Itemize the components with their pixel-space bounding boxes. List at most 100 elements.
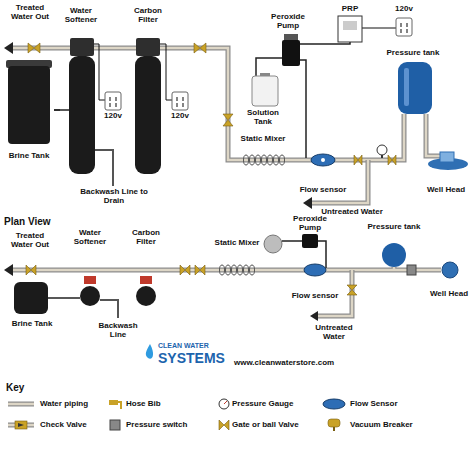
hose-bib-spout bbox=[118, 402, 121, 409]
legend-item: Vacuum Breaker bbox=[350, 421, 413, 430]
legend-text: Flow Sensor bbox=[350, 399, 398, 408]
pump-cap bbox=[284, 34, 298, 40]
equipment-node: Pressure tank bbox=[382, 48, 444, 122]
coil-turn bbox=[244, 155, 249, 165]
gate-valve bbox=[28, 43, 40, 53]
water-pipe bbox=[422, 268, 428, 273]
legend-text: Pressure Gauge bbox=[232, 399, 293, 408]
coil-turn bbox=[232, 265, 237, 275]
control-head bbox=[136, 38, 160, 56]
annotation-label: 120v bbox=[167, 112, 193, 121]
equipment-node: Brine Tank bbox=[4, 58, 54, 162]
coil-turn bbox=[226, 265, 231, 275]
annotation-label: Backwash Line to Drain bbox=[80, 188, 148, 206]
pipe-highlight bbox=[102, 47, 126, 50]
legend-item: Flow Sensor bbox=[350, 400, 398, 409]
coil-turn bbox=[238, 265, 243, 275]
outlet-slots bbox=[401, 23, 407, 33]
hose-bib-symbol bbox=[109, 400, 118, 405]
pump-body bbox=[282, 40, 300, 66]
water-pipe bbox=[424, 122, 429, 148]
equipment-node: Static Mixer bbox=[212, 238, 262, 278]
power-cord bbox=[362, 28, 396, 29]
annotation-label: Untreated Water bbox=[316, 208, 388, 217]
flow-arrow bbox=[4, 42, 13, 54]
coil-turn bbox=[244, 265, 249, 275]
gate-valve bbox=[388, 155, 396, 165]
well-head bbox=[442, 262, 458, 278]
equipment-label: Carbon Filter bbox=[125, 229, 167, 247]
equipment-node: Pressure tank bbox=[366, 222, 422, 278]
equipment-label: Peroxide Pump bbox=[285, 215, 335, 233]
flow-sensor-symbol bbox=[323, 399, 345, 409]
equipment-node: Carbon Filter bbox=[126, 6, 170, 182]
feed-tube bbox=[256, 58, 262, 72]
gate-valve bbox=[195, 265, 205, 275]
pipe-highlight bbox=[422, 269, 428, 272]
water-pipe bbox=[112, 268, 124, 273]
feed-tube bbox=[314, 43, 330, 45]
gauge-needle bbox=[224, 401, 227, 404]
equipment-node: Flow sensor bbox=[298, 146, 348, 196]
pipe-highlight bbox=[290, 159, 298, 162]
gate-valve-symbol bbox=[219, 420, 229, 430]
brine-tank bbox=[14, 282, 48, 314]
pipe-highlight bbox=[262, 269, 290, 272]
softener-tank bbox=[69, 56, 95, 174]
pipe-highlight bbox=[112, 269, 124, 272]
pressure-gauge bbox=[377, 145, 387, 155]
water-pipe bbox=[170, 48, 236, 160]
equipment-label: PRP bbox=[342, 5, 358, 14]
equipment-node: Static Mixer bbox=[236, 134, 290, 174]
flow-meter bbox=[311, 154, 335, 166]
control-valve bbox=[84, 276, 96, 284]
equipment-label: Flow sensor bbox=[292, 292, 339, 301]
equipment-label: Well Head bbox=[430, 290, 468, 299]
coil-turn bbox=[250, 155, 255, 165]
legend-item: Pressure Gauge bbox=[232, 400, 293, 409]
valves bbox=[26, 43, 396, 295]
gate-valve bbox=[194, 43, 206, 53]
coil-turn bbox=[268, 155, 273, 165]
annotation-label: Plan View bbox=[4, 216, 74, 227]
control-valve bbox=[140, 276, 152, 284]
equipment-node: Well Head bbox=[428, 250, 470, 300]
prp-box bbox=[338, 16, 362, 42]
check-valve-symbol bbox=[15, 421, 27, 429]
annotation-label: Key bbox=[6, 382, 36, 393]
outlet bbox=[172, 92, 188, 110]
flow-arrow bbox=[310, 311, 318, 321]
equipment-label: Static Mixer bbox=[241, 135, 286, 144]
equipment-label: Well Head bbox=[427, 186, 465, 195]
legend-text: Check Valve bbox=[40, 420, 87, 429]
tank-highlight bbox=[404, 68, 409, 106]
equipment-label: Pressure tank bbox=[387, 49, 440, 58]
pipe-run bbox=[13, 42, 441, 316]
pipe-highlight bbox=[425, 122, 428, 148]
coil-turn bbox=[262, 155, 267, 165]
legend-item: Check Valve bbox=[40, 421, 87, 430]
equipment-node: Peroxide Pump bbox=[262, 12, 314, 70]
gate-valve bbox=[180, 265, 190, 275]
feed-tube bbox=[60, 297, 68, 299]
annotation-label: Treated Water Out bbox=[4, 4, 56, 22]
filter-tank bbox=[135, 56, 161, 174]
logo-text: www.cleanwaterstore.com bbox=[234, 359, 364, 368]
equipment-node: Carbon Filter bbox=[124, 228, 168, 320]
pump-body bbox=[302, 234, 318, 248]
power-cord bbox=[160, 44, 172, 100]
solution-tank bbox=[264, 235, 282, 253]
water-pipe bbox=[348, 122, 404, 160]
meter-dial bbox=[321, 158, 325, 162]
power-cord bbox=[94, 44, 105, 100]
brine-tank bbox=[8, 66, 50, 144]
gate-valve bbox=[354, 155, 362, 165]
pressure-tank bbox=[398, 62, 432, 114]
logo-text: CLEAN WATER bbox=[158, 342, 238, 350]
water-pipe bbox=[290, 158, 298, 163]
logo-drop bbox=[146, 344, 153, 359]
prp-panel bbox=[343, 21, 357, 30]
